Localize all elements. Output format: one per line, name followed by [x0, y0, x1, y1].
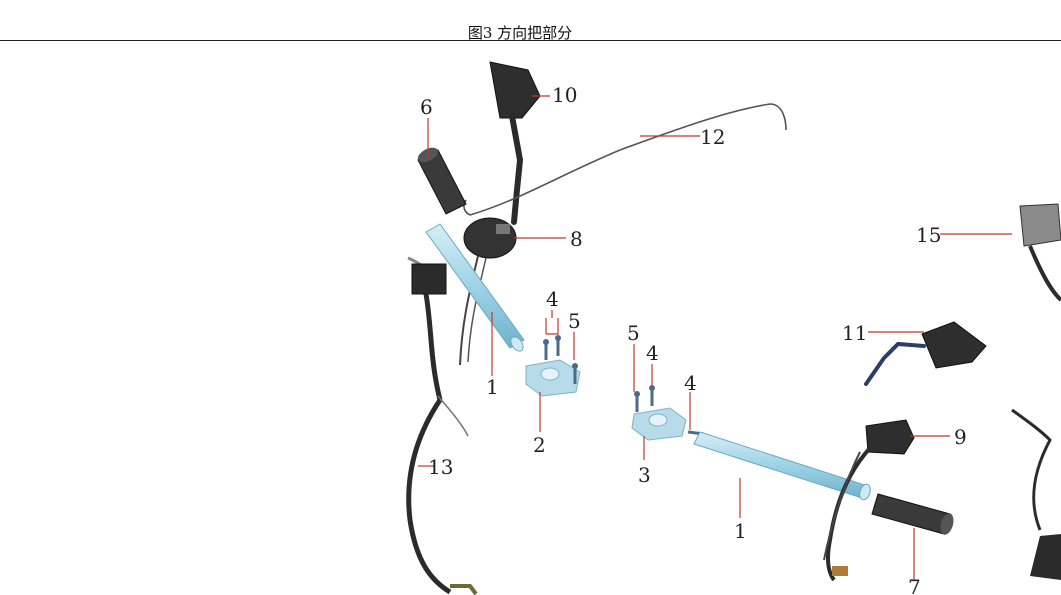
callout-1-right: 1 — [734, 519, 747, 543]
part-1-right-handlebar — [693, 431, 871, 501]
part-1-left-handlebar — [425, 223, 525, 352]
leader-lines — [418, 95, 1012, 580]
callout-9: 9 — [954, 425, 967, 449]
part-13-left-lever-assembly — [406, 256, 478, 595]
callout-10: 10 — [552, 83, 577, 107]
callout-2: 2 — [533, 433, 546, 457]
callout-11: 11 — [842, 321, 867, 345]
callout-6: 6 — [420, 95, 433, 119]
callout-4-right: 4 — [646, 341, 659, 365]
part-8-left-switch — [459, 217, 517, 366]
callout-3: 3 — [638, 463, 651, 487]
part-6-left-grip — [417, 147, 467, 215]
part-3-right-clamp — [631, 407, 687, 441]
callout-8: 8 — [570, 227, 583, 251]
callout-5-right: 5 — [627, 321, 640, 345]
part-9-right-switch — [823, 419, 915, 582]
figure-caption: 图3 方向把部分 — [467, 24, 573, 42]
callout-5-left: 5 — [568, 309, 581, 333]
callout-15: 15 — [916, 223, 941, 247]
callout-13: 13 — [428, 455, 453, 479]
part-2-left-clamp — [525, 359, 581, 397]
part-15-master-cylinder — [1011, 203, 1061, 580]
left-bolts — [543, 335, 578, 384]
callout-7: 7 — [908, 575, 921, 595]
part-10-left-mirror — [489, 61, 541, 225]
callout-12: 12 — [700, 125, 725, 149]
callout-4-right-small: 4 — [684, 371, 697, 395]
header-rule — [0, 40, 1061, 41]
callout-numbers: 10 6 12 8 1 4 5 2 13 5 4 4 3 1 11 9 7 15 — [420, 83, 967, 595]
part-11-right-mirror — [864, 321, 987, 386]
part-7-right-grip — [871, 493, 954, 535]
callout-4-left: 4 — [546, 287, 559, 311]
callout-1-left: 1 — [486, 375, 499, 399]
